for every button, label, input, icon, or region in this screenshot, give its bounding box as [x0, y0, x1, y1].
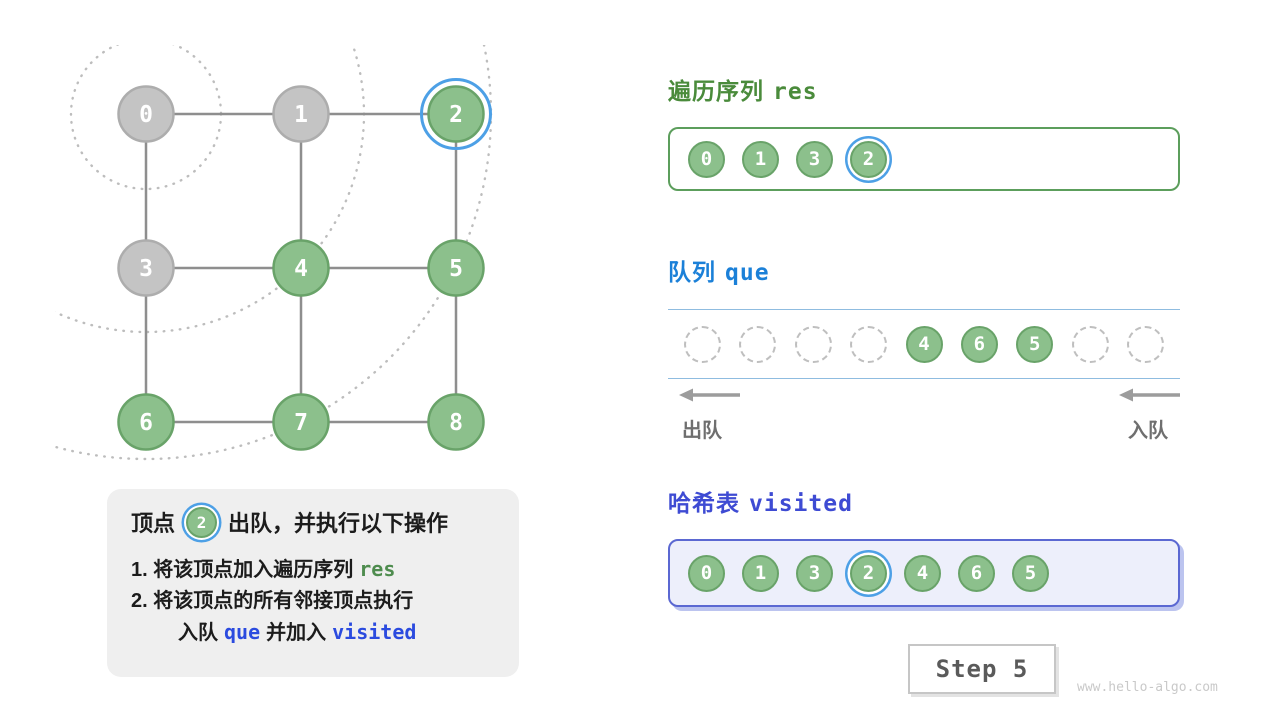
graph-vertex-label: 4: [294, 256, 308, 282]
empty-slot: [794, 325, 832, 363]
intro-prefix: 顶点: [131, 511, 176, 536]
step1-text: 1. 将该顶点加入遍历序列: [131, 559, 354, 581]
step2-code-que: que: [224, 620, 261, 644]
vertex-chip-5: 5: [1012, 554, 1049, 592]
dequeue-label: 出队: [682, 420, 722, 442]
vertex-chip-0: 0: [688, 140, 725, 178]
queue-title-code: que: [725, 260, 770, 286]
empty-slot: [684, 325, 721, 363]
vertex-chip-4: 4: [904, 554, 941, 592]
graph-vertex-6: [117, 393, 175, 451]
res-section-title: 遍历序列 res: [668, 72, 818, 106]
queue-section-title: 队列 que: [668, 253, 770, 287]
current-vertex-ring: [420, 78, 492, 150]
step2-text: 2. 将该顶点的所有邻接顶点执行: [131, 590, 414, 612]
graph-vertex-8: [427, 393, 485, 451]
graph-vertex-4: [272, 239, 330, 297]
visited-title-code: visited: [749, 491, 853, 517]
operation-step-2: 2. 将该顶点的所有邻接顶点执行: [131, 586, 495, 617]
vertex-chip-5: 5: [1016, 325, 1054, 363]
intro-suffix: 出队，并执行以下操作: [228, 511, 449, 536]
vertex-chip-6: 6: [958, 554, 995, 592]
vertex-chip-1: 1: [742, 140, 779, 178]
enqueue-arrow-icon: [1119, 388, 1180, 402]
graph-vertex-label: 0: [139, 102, 153, 128]
graph-vertex-label: 3: [139, 256, 153, 282]
step2-cont-mid: 并加入: [266, 622, 327, 644]
vertex-chip-4: 4: [905, 325, 943, 363]
step-badge: Step 5: [908, 644, 1056, 694]
graph-vertex-2: [427, 85, 485, 143]
vertex-chip-2: 2: [850, 554, 887, 592]
visited-title-zh: 哈希表: [668, 490, 740, 516]
step2-cont-prefix: 入队: [178, 622, 218, 644]
res-title-code: res: [773, 79, 818, 105]
graph-vertex-label: 8: [449, 410, 463, 436]
graph-vertex-1: [272, 85, 330, 143]
watermark: www.hello-algo.com: [1077, 680, 1218, 695]
graph-vertex-label: 5: [449, 256, 463, 282]
graph-canvas: 0 1 2 3 4 5 6 7 8: [55, 45, 493, 461]
graph-vertex-label: 7: [294, 410, 308, 436]
operation-intro: 顶点 2 出队，并执行以下操作: [131, 506, 495, 538]
visited-section-title: 哈希表 visited: [668, 484, 853, 518]
vertex-chip-3: 3: [796, 554, 833, 592]
enqueue-label: 入队: [1128, 420, 1168, 442]
vertex-chip-3: 3: [796, 140, 833, 178]
graph-vertex-3: [117, 239, 175, 297]
step1-code-res: res: [359, 557, 396, 581]
vertex-chip-0: 0: [688, 554, 725, 592]
empty-slot: [1071, 325, 1109, 363]
graph-vertex-7: [272, 393, 330, 451]
graph-vertex-label: 2: [449, 102, 463, 128]
vertex-chip-1: 1: [742, 554, 779, 592]
step2-code-visited: visited: [332, 620, 417, 644]
graph-vertex-label: 1: [294, 102, 308, 128]
graph-vertex-5: [427, 239, 485, 297]
graph-vertex-0: [117, 85, 175, 143]
res-title-zh: 遍历序列: [668, 78, 764, 104]
empty-slot: [739, 325, 777, 363]
vertex-chip-2: 2: [850, 140, 887, 178]
current-vertex-chip: 2: [186, 506, 218, 538]
empty-slot: [1127, 325, 1164, 363]
empty-slot: [850, 325, 888, 363]
dequeue-arrow-icon: [679, 388, 740, 402]
vertex-chip-6: 6: [960, 325, 998, 363]
graph-vertex-label: 6: [139, 410, 153, 436]
queue-title-zh: 队列: [668, 259, 716, 285]
